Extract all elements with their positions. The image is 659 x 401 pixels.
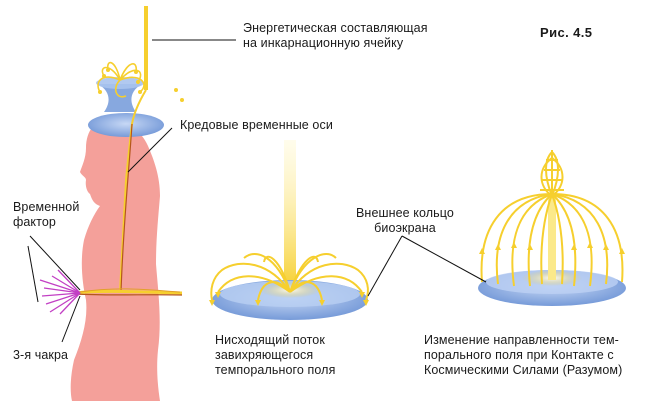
figure-label: Рис. 4.5 — [540, 25, 593, 40]
descending-beam — [284, 140, 296, 290]
outer-ring-label: Внешнее кольцо биоэкрана — [356, 206, 454, 236]
descending-flow-line-3: темпорального поля — [215, 363, 336, 377]
crest — [540, 150, 564, 199]
energy-component-line-1: Энергетическая составляющая — [243, 21, 428, 35]
third-chakra-burst — [39, 269, 81, 315]
outer-ring-line-1: Внешнее кольцо — [356, 206, 454, 220]
upward-beam — [548, 196, 556, 280]
vertical-energy-beam — [144, 6, 148, 90]
arrowheads-b — [209, 292, 369, 306]
time-factor-label: Временной фактор — [13, 200, 79, 230]
direction-change-line-3: Космическими Силами (Разумом) — [424, 363, 623, 377]
dome-arcs — [480, 193, 624, 287]
third-chakra-label: 3-я чакра — [13, 348, 69, 362]
pointer-lines — [27, 39, 487, 343]
credo-axes-label: Кредовые временные оси — [180, 118, 333, 132]
direction-change-figure — [478, 150, 626, 306]
energy-component-line-2: на инкарнационную ячейку — [243, 36, 404, 50]
human-figure — [39, 6, 184, 401]
credo-axis-line — [120, 123, 133, 293]
arrowheads-c — [479, 242, 625, 254]
head-disc — [88, 113, 164, 137]
time-factor-line-1: Временной — [13, 200, 80, 214]
time-factor-line-2: фактор — [13, 215, 56, 229]
direction-change-line-1: Изменение направленности тем- — [424, 333, 619, 347]
outer-ring-line-2: биоэкрана — [374, 221, 436, 235]
energy-component-label: Энергетическая составляющая на инкарнаци… — [243, 21, 428, 51]
head-disc-cone — [98, 84, 142, 112]
direction-change-label: Изменение направленности тем- порального… — [424, 333, 622, 378]
direction-change-line-2: порального поля при Контакте с — [424, 348, 614, 362]
descending-flow-label: Нисходящий поток завихряющегося темпорал… — [215, 333, 335, 378]
time-factor-stream — [75, 288, 183, 296]
vortex-loops-b — [210, 253, 369, 301]
descending-flow-figure — [209, 140, 369, 320]
crown-arrowheads — [98, 68, 184, 102]
descending-flow-line-2: завихряющегося — [215, 348, 314, 362]
descending-flow-line-1: Нисходящий поток — [215, 333, 325, 347]
human-body-silhouette — [70, 119, 160, 401]
